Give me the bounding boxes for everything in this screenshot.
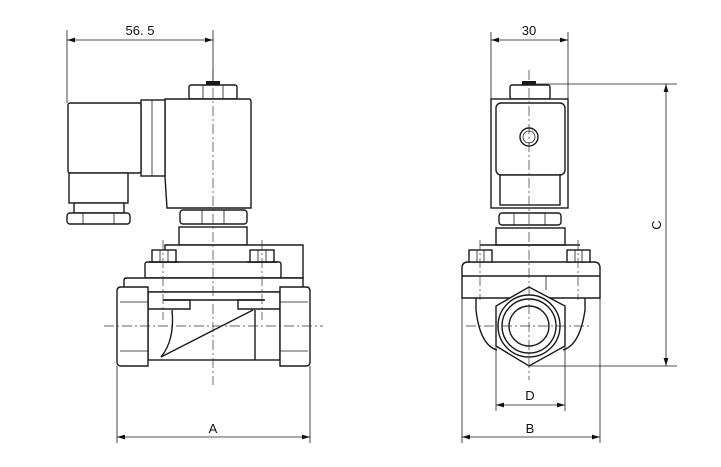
dimension-d: D (495, 346, 566, 411)
dimension-b: B (461, 298, 601, 443)
side-bolt-left (468, 249, 493, 263)
dimension-label-30: 30 (522, 23, 536, 38)
front-cable-gland (66, 172, 131, 225)
front-view: 56. 5 A (66, 23, 323, 443)
dimension-c: C (529, 83, 677, 367)
front-port-left (116, 286, 149, 367)
dimension-label-c: C (649, 220, 664, 229)
dimension-a: A (116, 366, 311, 443)
front-port-right (279, 286, 311, 367)
front-coil-body (164, 98, 252, 209)
side-hex-nut (498, 212, 562, 226)
dimension-label-d: D (525, 388, 534, 403)
dimension-label-b: B (526, 421, 535, 436)
front-hex-nut (179, 209, 248, 225)
side-bolt-right (566, 249, 591, 263)
side-body (461, 261, 601, 351)
dimension-label-56-5: 56. 5 (126, 23, 155, 38)
side-port-hex (495, 286, 566, 367)
dimension-coil-width: 30 (490, 23, 569, 208)
front-connector-sleeve (140, 99, 166, 177)
side-cable-gland (499, 174, 561, 206)
front-flange (123, 277, 304, 293)
dimension-label-a: A (209, 421, 218, 436)
dimension-coil-offset: 56. 5 (66, 23, 214, 103)
side-view: 30 C D B (461, 23, 677, 443)
front-connector-box (67, 102, 142, 174)
side-bonnet (495, 227, 566, 246)
front-bolt-left (149, 249, 179, 263)
